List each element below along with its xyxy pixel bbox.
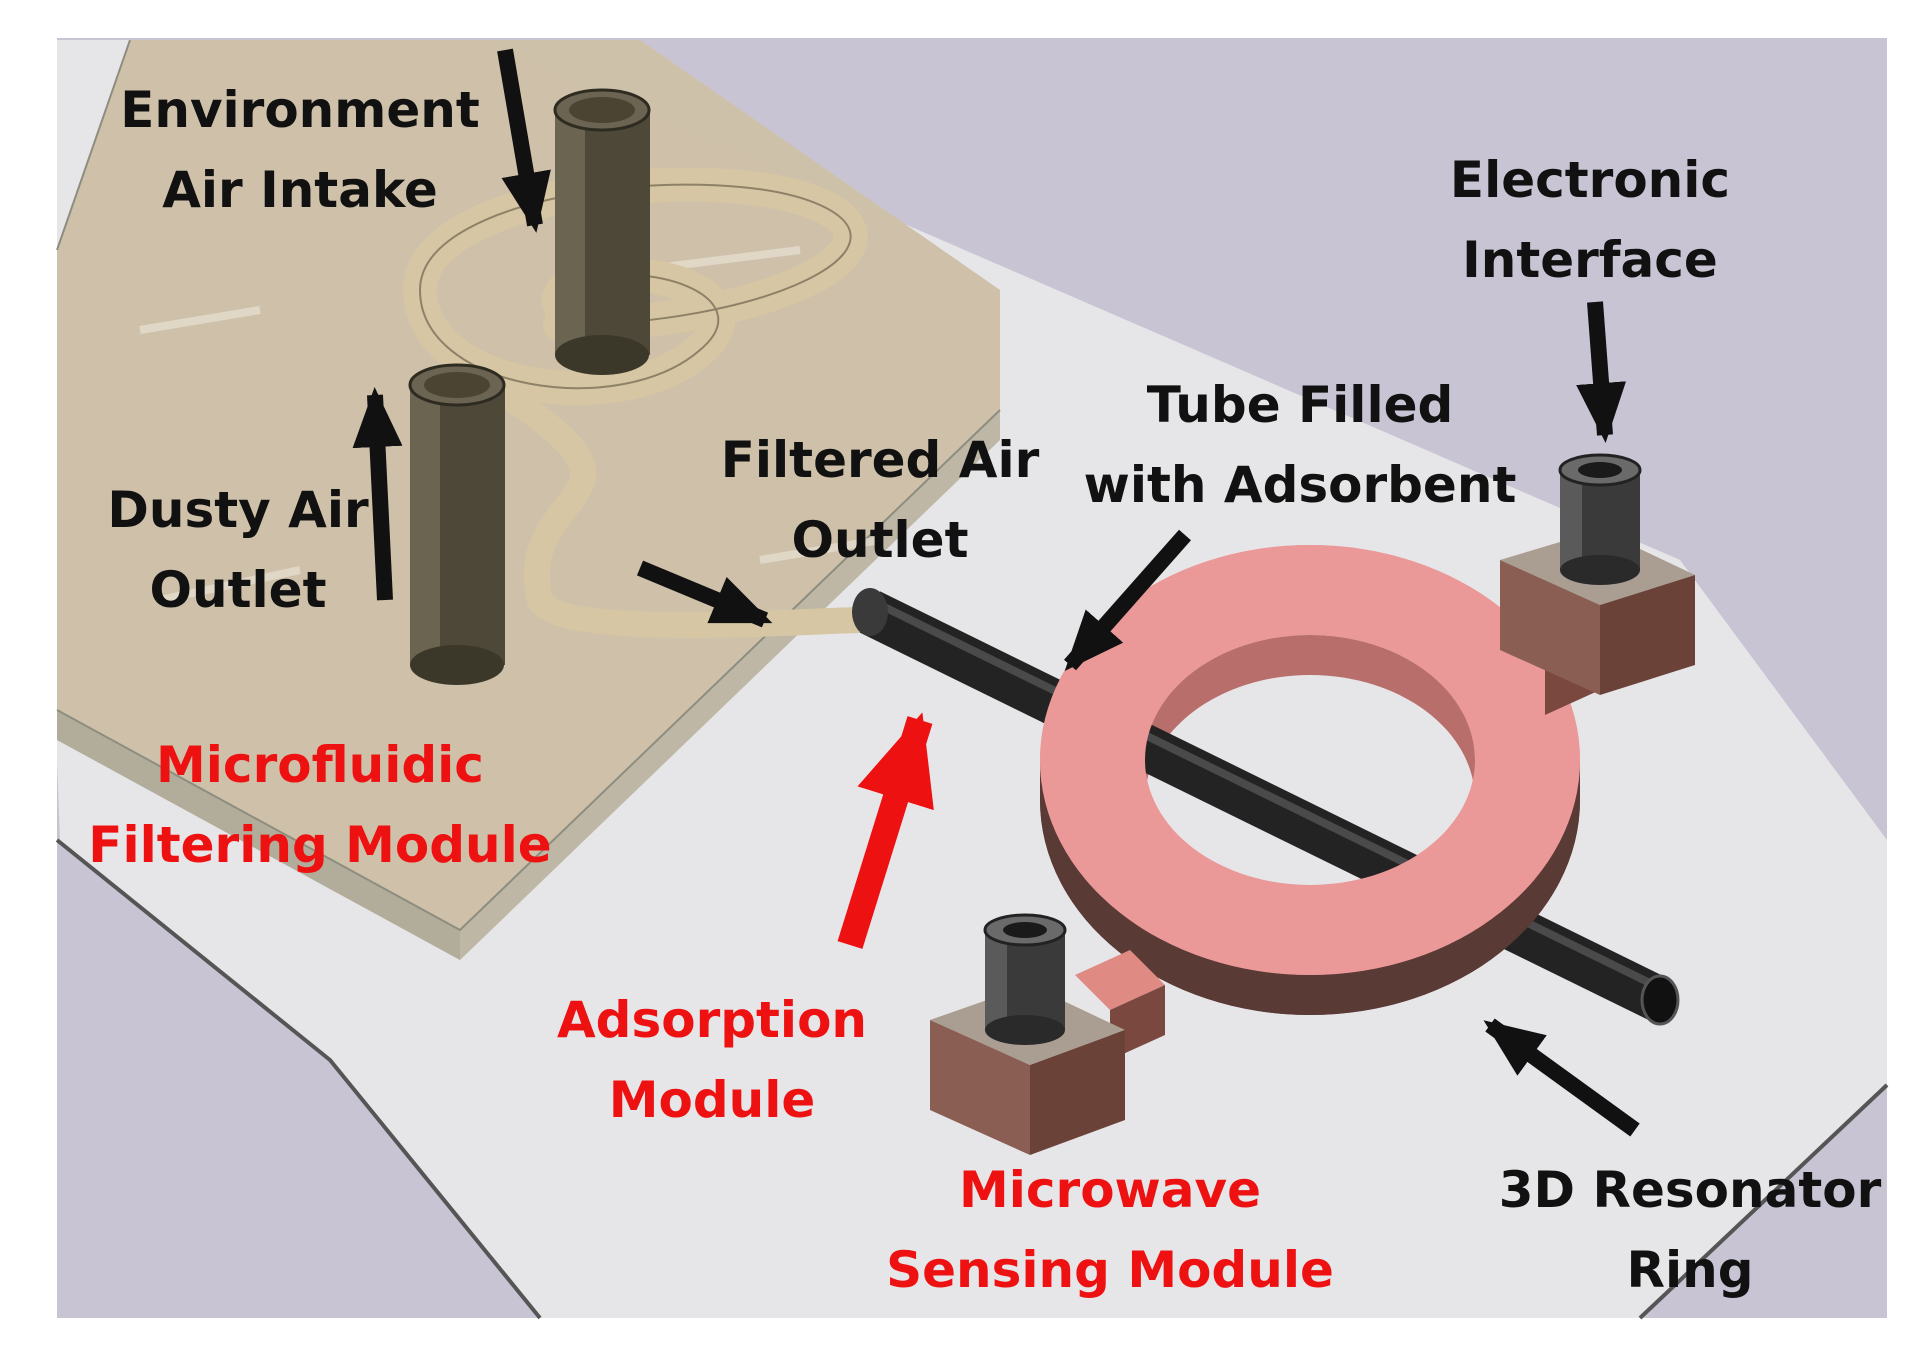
- label-microwave-sensing-module: Microwave Sensing Module: [886, 1161, 1334, 1299]
- microfluidic-block: [56, 39, 1001, 960]
- arrow-tube: [1064, 529, 1191, 671]
- arrow-filtered-outlet: [636, 560, 773, 628]
- label-filtered-air-outlet: Filtered Air Outlet: [720, 431, 1040, 569]
- label-electronic-interface: Electronic Interface: [1449, 151, 1731, 289]
- label-adsorption-module: Adsorption Module: [556, 991, 868, 1129]
- arrow-dusty-outlet: [352, 387, 403, 601]
- resonator-ring-front-wall: [1040, 760, 1580, 1015]
- connector-right: [1500, 453, 1695, 695]
- arrow-adsorption: [837, 712, 934, 949]
- callout-arrows: [352, 48, 1640, 1137]
- resonator-ring-front-top: [1040, 545, 1580, 975]
- connector-left: [930, 913, 1125, 1155]
- arrow-resonator: [1483, 1018, 1640, 1137]
- label-microfluidic-filtering-module: Microfluidic Filtering Module: [88, 736, 552, 874]
- label-tube-filled-with-adsorbent: Tube Filled with Adsorbent: [1083, 376, 1517, 514]
- label-dusty-air-outlet: Dusty Air Outlet: [107, 481, 369, 619]
- air-intake-tube: [553, 88, 651, 375]
- dusty-air-outlet-tube: [408, 363, 506, 685]
- label-3d-resonator-ring: 3D Resonator Ring: [1498, 1161, 1882, 1299]
- label-environment-air-intake: Environment Air Intake: [120, 81, 480, 219]
- arrow-air-intake: [497, 48, 551, 233]
- arrow-interface: [1576, 301, 1627, 443]
- ring-stub-left: [1075, 950, 1165, 1010]
